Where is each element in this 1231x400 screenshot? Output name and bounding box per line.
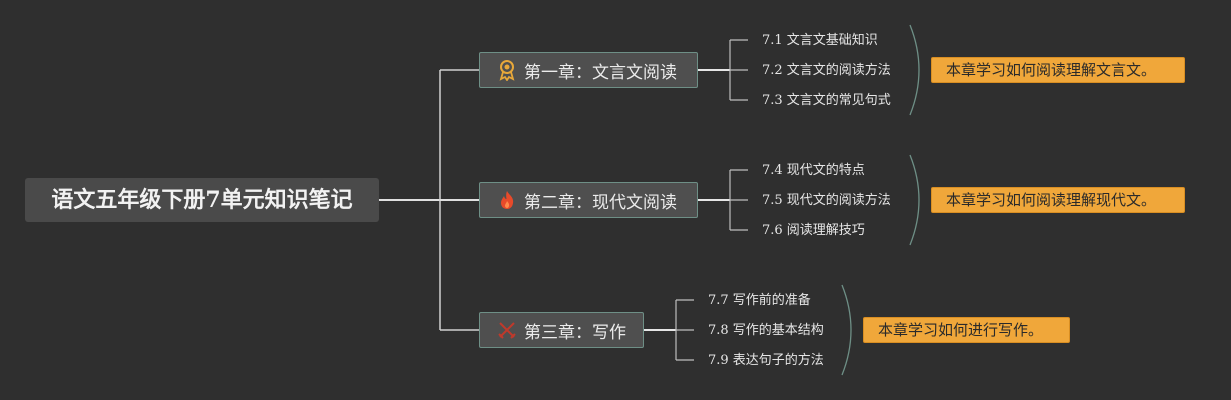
chapter-title: 第二章：现代文阅读 (524, 192, 677, 213)
section-item[interactable]: 7.7 写作前的准备 (708, 293, 811, 308)
section-item[interactable]: 7.1 文言文基础知识 (762, 33, 878, 48)
chapter-node-2[interactable]: 第二章：现代文阅读 (479, 182, 698, 218)
chapter-3-section-branches (675, 299, 694, 361)
section-item[interactable]: 7.5 现代文的阅读方法 (762, 193, 891, 208)
chapter-1-section-branches (729, 39, 748, 101)
chapter-node-3[interactable]: 第三章：写作 (479, 312, 644, 348)
chapter-1-brace (909, 24, 920, 116)
award-ribbon-icon (496, 59, 518, 81)
chapter-title: 第三章：写作 (524, 322, 626, 343)
crossed-swords-icon (496, 319, 518, 341)
root-node[interactable]: 语文五年级下册7单元知识笔记 (25, 178, 379, 222)
chapter-2-brace (909, 154, 920, 246)
section-item[interactable]: 7.2 文言文的阅读方法 (762, 63, 891, 78)
summary-note[interactable]: 本章学习如何阅读理解文言文。 (931, 57, 1185, 83)
summary-note[interactable]: 本章学习如何阅读理解现代文。 (931, 187, 1185, 213)
chapter-2-section-branches (729, 169, 748, 231)
section-item[interactable]: 7.8 写作的基本结构 (708, 323, 824, 338)
section-item[interactable]: 7.3 文言文的常见句式 (762, 93, 891, 108)
section-item[interactable]: 7.9 表达句子的方法 (708, 353, 824, 368)
chapter-node-1[interactable]: 第一章：文言文阅读 (479, 52, 698, 88)
fire-icon (496, 189, 518, 211)
chapter-title: 第一章：文言文阅读 (524, 62, 677, 83)
chapter-3-brace (841, 284, 852, 376)
section-item[interactable]: 7.4 现代文的特点 (762, 163, 865, 178)
summary-note[interactable]: 本章学习如何进行写作。 (863, 317, 1070, 343)
section-item[interactable]: 7.6 阅读理解技巧 (762, 223, 865, 238)
